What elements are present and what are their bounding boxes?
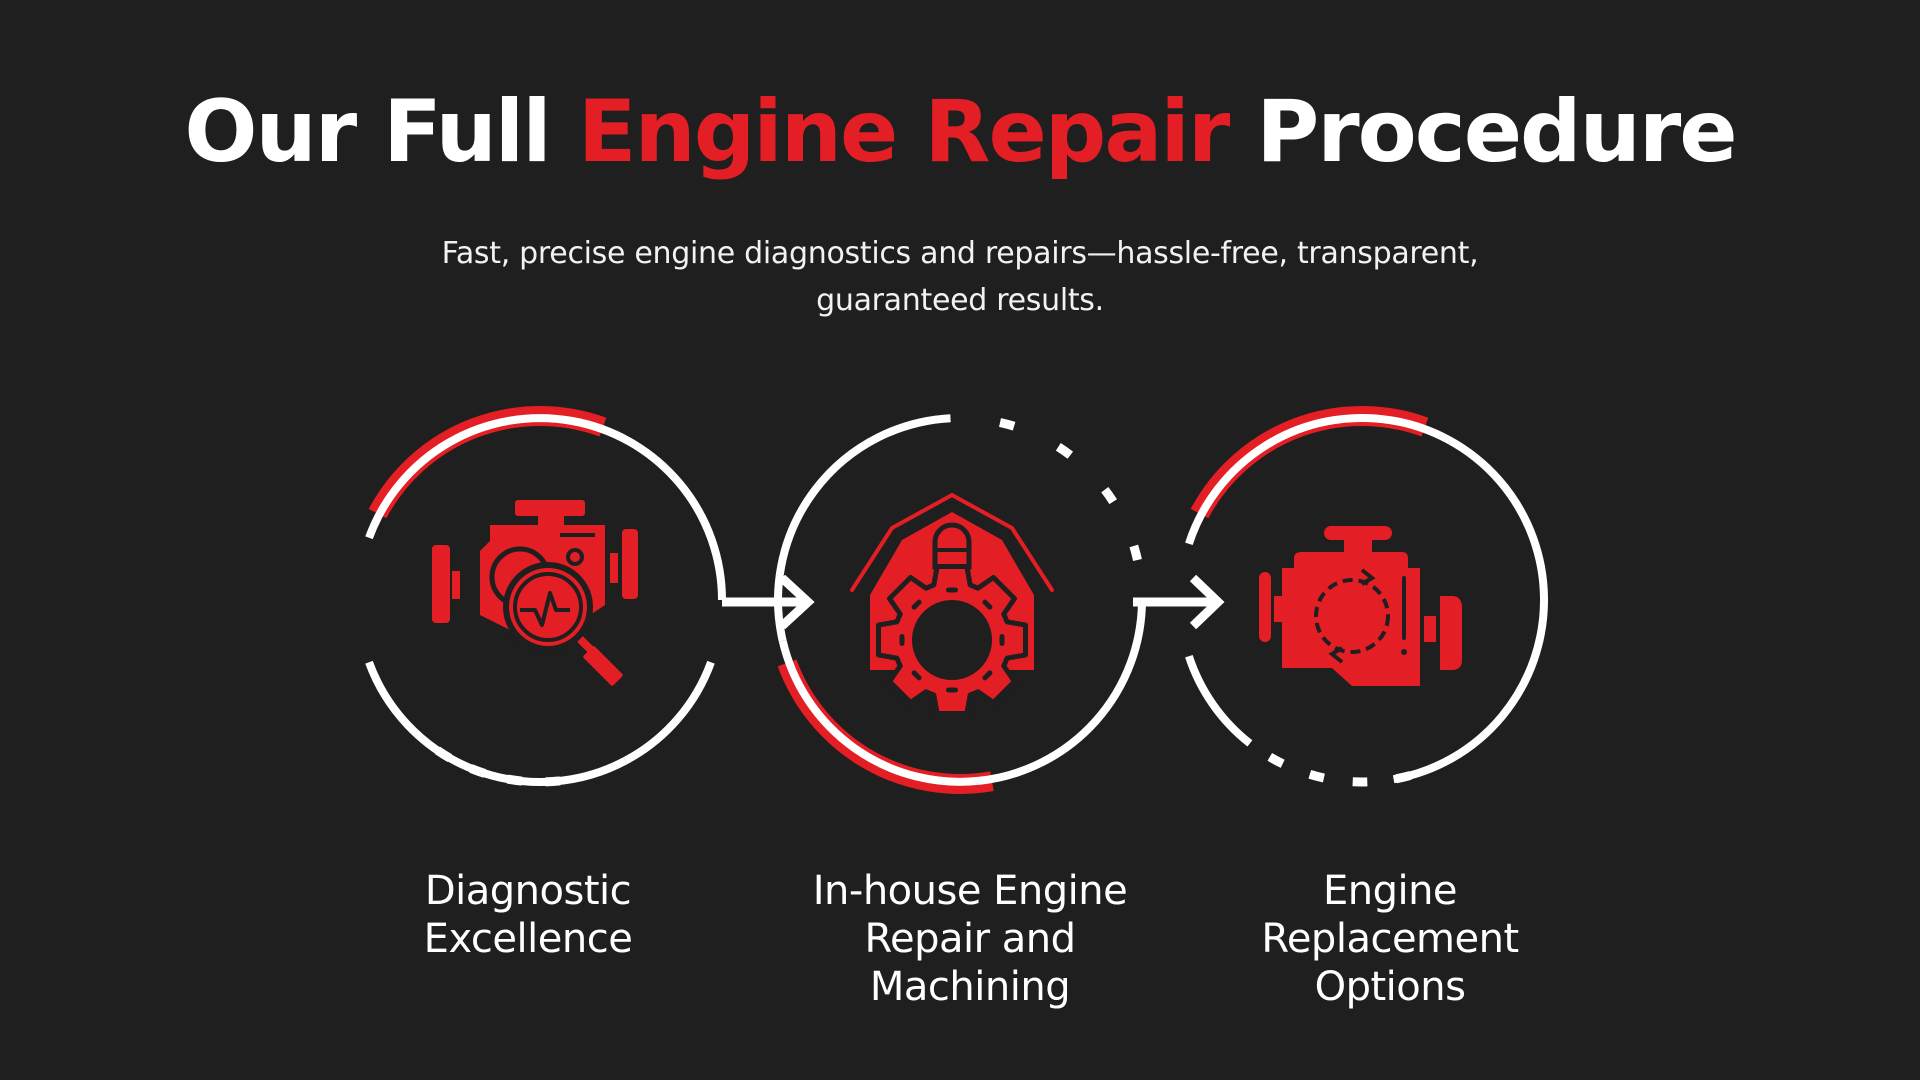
connector-arrow-1 [722, 574, 815, 630]
gear-notch [911, 670, 922, 681]
engine-diagnostic-magnifier-icon [432, 500, 638, 686]
step-1-label-line: Excellence [423, 916, 633, 962]
ring-3-arc-segment [1185, 414, 1549, 784]
ring-2-dash [999, 418, 1016, 431]
ring-3-dash [1308, 769, 1325, 783]
ring-2-dash [1129, 544, 1142, 561]
subtitle-line-2: guaranteed results. [816, 283, 1104, 318]
step-3-label-line: Options [1314, 964, 1466, 1010]
ring-1-dash [545, 776, 561, 787]
ring-2-dash [1055, 443, 1074, 459]
gear-notch [982, 599, 993, 610]
step-2-label-line: In-house Engine [812, 868, 1128, 914]
ring-2-dash [1101, 486, 1117, 505]
ring-1-red-accent-arc [368, 406, 607, 519]
step-3-label-line: Replacement [1261, 916, 1519, 962]
ring-1-dash [506, 774, 523, 786]
step-3-label-line: Engine [1322, 868, 1458, 914]
ring-1-arc-segment [365, 414, 726, 601]
garage-gear-icon [850, 492, 1054, 716]
ring-3-arc-segment [1185, 654, 1253, 747]
subtitle-line-1: Fast, precise engine diagnostics and rep… [441, 236, 1479, 271]
ring-3-red-accent-arc [1190, 406, 1429, 519]
page-subtitle: Fast, precise engine diagnostics and rep… [360, 230, 1560, 324]
step-2-label-line: Repair and [864, 916, 1076, 962]
ring-1-dash [434, 746, 453, 763]
connector-arrow-2 [1133, 574, 1225, 630]
step-label-diagnostic-excellence: Diagnostic Excellence [318, 867, 738, 963]
gear-notch [946, 587, 958, 593]
step-2-label-line: Machining [869, 964, 1071, 1010]
step-label-inhouse-repair: In-house Engine Repair and Machining [760, 867, 1180, 1011]
ring-3-dash [1267, 753, 1285, 768]
title-part-our-full: Our Full [184, 82, 551, 182]
gear-notch [946, 687, 958, 693]
engine-replacement-cycle-icon [1259, 526, 1462, 686]
step-label-engine-replacement: Engine Replacement Options [1180, 867, 1600, 1011]
gear-notch [899, 634, 905, 646]
ring-2-arc-segment [774, 414, 951, 642]
page-title: Our Full Engine Repair Procedure [0, 72, 1920, 192]
process-rings [365, 406, 1549, 794]
gear-notch [982, 670, 993, 681]
step-1-label-line: Diagnostic [424, 868, 632, 914]
gear-notch [999, 634, 1005, 646]
ring-1-arc-segment [365, 660, 628, 786]
gear-notch [911, 599, 922, 610]
title-part-procedure: Procedure [1256, 82, 1737, 182]
title-part-engine-repair: Engine Repair [577, 82, 1231, 182]
ring-1-dash [469, 764, 487, 778]
ring-2-arc-segment [778, 599, 1146, 786]
ring-1-arc-segment [623, 660, 715, 765]
ring-3-dash [1395, 771, 1412, 784]
